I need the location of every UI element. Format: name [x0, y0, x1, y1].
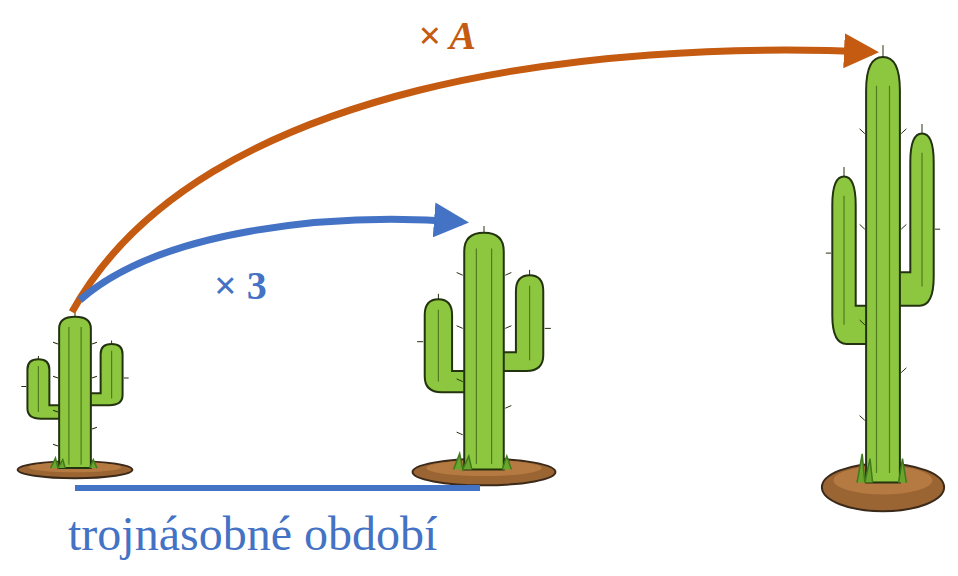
small-cactus — [18, 313, 133, 479]
blue-arrow — [80, 219, 462, 300]
medium-cactus — [413, 226, 556, 485]
large-cactus — [822, 45, 944, 511]
orange-arrow — [72, 50, 872, 312]
multiplier-label: × A — [418, 14, 476, 58]
multiplier-label: × 3 — [214, 264, 267, 308]
period-bar — [75, 485, 480, 491]
period-label: trojnásobné období — [68, 508, 437, 561]
